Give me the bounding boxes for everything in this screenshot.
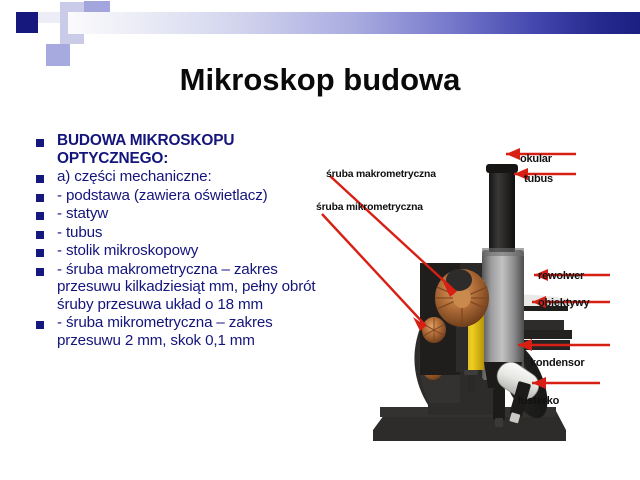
bullet-marker-icon <box>36 249 44 257</box>
label-obiektywy: obiektywy <box>538 297 590 309</box>
bullet-marker-icon <box>36 212 44 220</box>
banner-square-pale <box>38 12 60 23</box>
label-kondensor: kondensor <box>530 357 585 369</box>
list-item-label: - statyw <box>57 205 109 222</box>
list-item: - tubus <box>36 224 324 242</box>
list-item: - podstawa (zawiera oświetlacz) <box>36 187 324 205</box>
label-rewolwer: rewolwer <box>538 270 585 282</box>
list-item-label: - tubus <box>57 223 103 241</box>
banner-gradient-bar <box>68 12 640 34</box>
banner-square-navy <box>16 12 38 33</box>
list-item-label: a) części mechaniczne: <box>57 168 212 185</box>
list-item-label: - śruba makrometryczna – zakres przesuwu… <box>57 260 316 313</box>
microscope-illustration <box>321 148 610 441</box>
label-lusterko: lusterko <box>518 395 560 407</box>
list-item: - śruba makrometryczna – zakres przesuwu… <box>36 261 324 314</box>
bullet-marker-icon <box>36 193 44 202</box>
microscope-diagram: okular tubus śruba makrometryczna śruba … <box>310 130 640 460</box>
bullet-list: BUDOWA MIKROSKOPU OPTYCZNEGO: a) części … <box>36 132 324 350</box>
list-item-label: - podstawa (zawiera oświetlacz) <box>57 186 268 204</box>
bullet-marker-icon <box>36 175 44 183</box>
label-sruba-makrometryczna: śruba makrometryczna <box>326 169 436 180</box>
list-item: a) części mechaniczne: <box>36 168 324 186</box>
list-item-label: - śruba mikrometryczna – zakres przesuwu… <box>57 314 273 349</box>
list-item-label: BUDOWA MIKROSKOPU OPTYCZNEGO: <box>57 132 235 167</box>
bullet-marker-icon <box>36 230 44 239</box>
page-title: Mikroskop budowa <box>179 62 461 97</box>
list-item: - śruba mikrometryczna – zakres przesuwu… <box>36 314 324 349</box>
list-item: - stolik mikroskopowy <box>36 242 324 260</box>
bullet-marker-icon <box>36 267 44 276</box>
list-item: - statyw <box>36 205 324 223</box>
list-item-label: - stolik mikroskopowy <box>57 242 199 259</box>
label-sruba-mikrometryczna: śruba mikrometryczna <box>316 202 423 213</box>
label-okular: okular <box>520 153 552 165</box>
label-tubus: tubus <box>524 173 553 185</box>
list-item: BUDOWA MIKROSKOPU OPTYCZNEGO: <box>36 132 324 167</box>
banner-square-mid-2 <box>46 44 70 66</box>
bullet-marker-icon <box>36 139 44 147</box>
banner-square-white-1 <box>38 0 60 12</box>
bullet-marker-icon <box>36 321 44 329</box>
